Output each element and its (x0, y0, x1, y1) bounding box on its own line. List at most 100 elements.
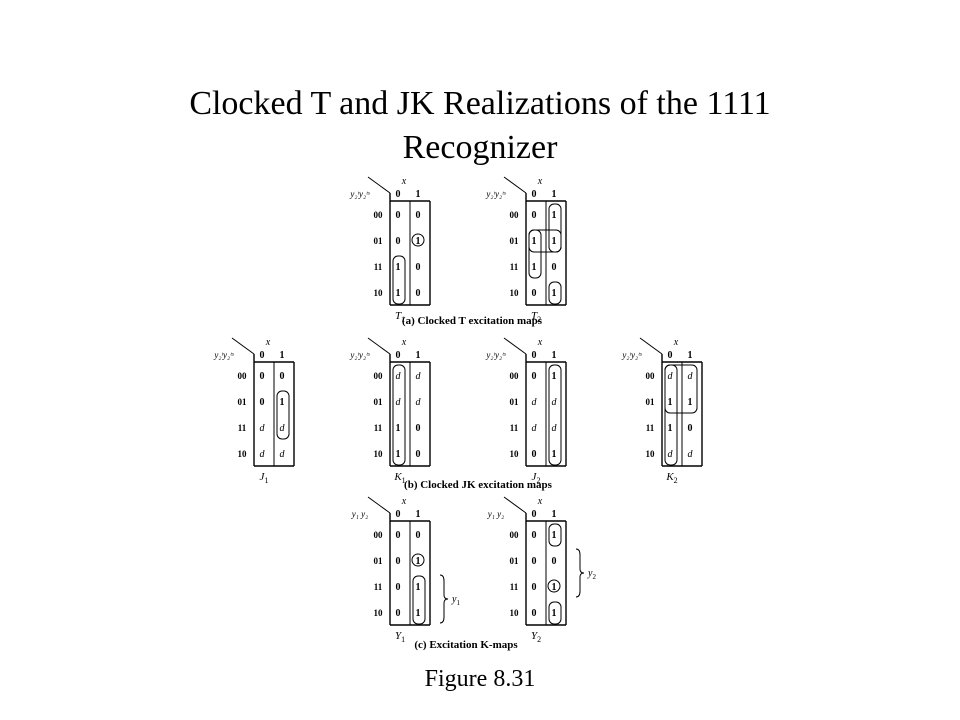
k-map-loop (276, 390, 290, 440)
k-map-cell: d (416, 397, 422, 408)
k-map-row-header-00: 00 (374, 530, 384, 540)
k-map-cell: 0 (416, 449, 421, 460)
k-map-cell: d (552, 397, 558, 408)
k-map-col-header-1: 1 (416, 189, 421, 200)
k-map-name: T1 (395, 310, 405, 324)
k-map-row-header-10: 10 (646, 449, 656, 459)
k-map-x-label: x (401, 337, 407, 348)
k-map-cell: 0 (396, 608, 401, 619)
k-map-cell: 1 (552, 210, 557, 221)
k-map-cell: 1 (552, 288, 557, 299)
section-c-caption: (c) Excitation K-maps (414, 639, 518, 651)
k-map-row-header-11: 11 (374, 262, 383, 272)
k-map-cell: 0 (532, 582, 537, 593)
k-map-x-label: x (537, 496, 543, 507)
k-map-cell: d (668, 449, 674, 460)
k-map-cell: 1 (396, 449, 401, 460)
k-map-cell: 0 (260, 397, 265, 408)
k-map-x-label: x (401, 496, 407, 507)
k-map-cell: 1 (532, 236, 537, 247)
k-map-cell: d (688, 449, 694, 460)
k-map-x-label: x (673, 337, 679, 348)
k-map-cell: 0 (532, 530, 537, 541)
k-map-brace-label: y1 (451, 594, 460, 607)
k-map-cell: 0 (396, 582, 401, 593)
k-map-x-label: x (537, 176, 543, 187)
k-map-row-header-01: 01 (238, 397, 248, 407)
section-a-caption: (a) Clocked T excitation maps (402, 315, 543, 327)
section-b-caption: (b) Clocked JK excitation maps (404, 479, 553, 491)
k-map-loop-circle (411, 233, 425, 247)
k-map-row-header-01: 01 (374, 556, 384, 566)
k-map-row-header-00: 00 (510, 371, 520, 381)
k-map-cell: 0 (280, 371, 285, 382)
k-map-col-header-0: 0 (532, 509, 537, 520)
k-map-cell: d (280, 423, 286, 434)
k-map-cell: 1 (552, 236, 557, 247)
k-map-cell: 0 (396, 556, 401, 567)
k-map-col-header-1: 1 (552, 189, 557, 200)
k-map-col-header-1: 1 (552, 350, 557, 361)
slide-title-line-2: Recognizer (402, 129, 558, 166)
k-map-cell: 0 (260, 371, 265, 382)
k-map-cell: 0 (396, 210, 401, 221)
k-map-row-header-01: 01 (510, 236, 520, 246)
k-map-cell: 1 (552, 449, 557, 460)
k-map-state-vars: y₁ y₂ (351, 509, 369, 519)
k-map-cell: d (396, 397, 402, 408)
k-map-cell: 1 (396, 423, 401, 434)
k-map-cell: 0 (416, 288, 421, 299)
k-map-cell: 1 (396, 262, 401, 273)
slide-title: Clocked T and JK Realizations of the 111… (0, 82, 960, 170)
k-map-cell: 1 (552, 530, 557, 541)
k-map-loop (548, 364, 562, 466)
slide-title-line-1: Clocked T and JK Realizations of the 111… (189, 85, 771, 122)
k-map-cell: 1 (532, 262, 537, 273)
k-map-loop (548, 281, 562, 305)
k-map-cell: 1 (552, 371, 557, 382)
k-map-row-header-11: 11 (374, 423, 383, 433)
k-map-loop-circle (547, 579, 561, 593)
k-map-corner-diagonal (367, 176, 391, 194)
k-map-corner-diagonal (231, 337, 255, 355)
k-map-loop (548, 523, 562, 547)
k-map-col-header-1: 1 (688, 350, 693, 361)
k-map-cell: 0 (396, 236, 401, 247)
k-map-cell: 1 (668, 423, 673, 434)
k-map-corner-diagonal (367, 496, 391, 514)
k-map-cell: d (552, 423, 558, 434)
k-map-name: Y2 (531, 630, 541, 644)
k-map-col-header-0: 0 (396, 350, 401, 361)
k-map-cell: d (688, 371, 694, 382)
k-map-row-header-11: 11 (510, 262, 519, 272)
k-map-cell: 0 (416, 262, 421, 273)
k-map-brace-label: y2 (587, 568, 596, 581)
k-map-row-header-01: 01 (646, 397, 656, 407)
k-map-corner-diagonal (503, 337, 527, 355)
k-map-cell: 0 (552, 262, 557, 273)
k-map-cell: 1 (688, 397, 693, 408)
k-map-cell: d (532, 397, 538, 408)
k-map-corner-diagonal (367, 337, 391, 355)
k-map-row-header-00: 00 (510, 210, 520, 220)
k-map-cell: d (260, 449, 266, 460)
k-map-cell: d (260, 423, 266, 434)
k-map-cell: 0 (532, 556, 537, 567)
k-map-cell: 0 (416, 530, 421, 541)
k-map-loop (412, 575, 426, 625)
k-map-cell: 0 (532, 371, 537, 382)
k-map-corner-diagonal (639, 337, 663, 355)
k-map-brace (575, 548, 585, 598)
k-map-state-vars: y₂ᵗy₂ᵗˢ (349, 189, 370, 199)
k-map-loop-circle (411, 553, 425, 567)
k-map-cell: 0 (416, 210, 421, 221)
k-map-row-header-01: 01 (374, 236, 384, 246)
k-map-cell: 1 (416, 608, 421, 619)
figure-caption: Figure 8.31 (424, 666, 536, 692)
